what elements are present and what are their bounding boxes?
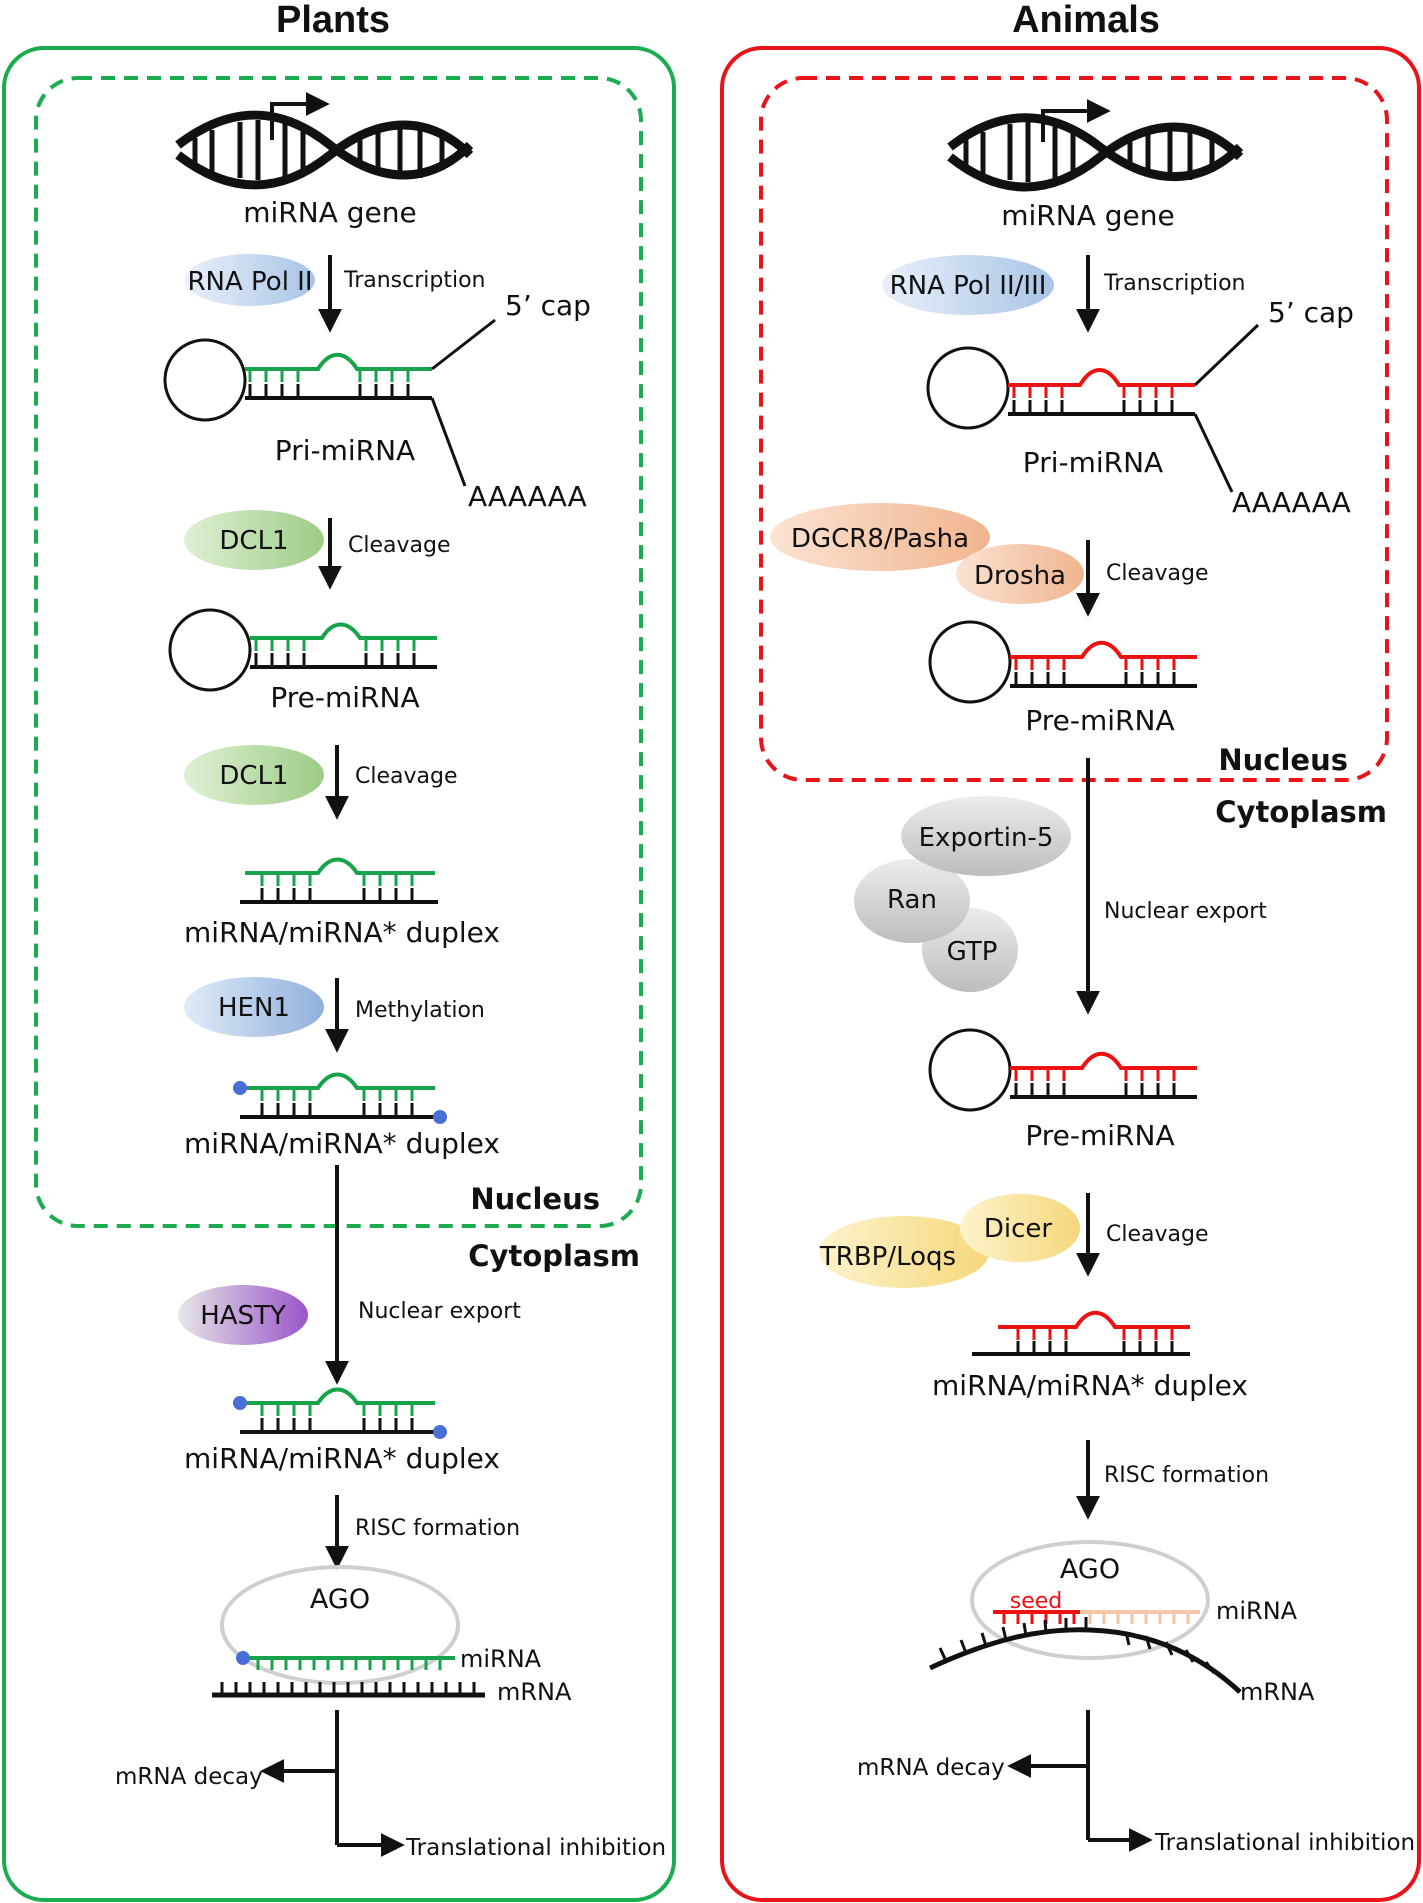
plants-cell-border xyxy=(2,46,676,1902)
animals-polya-label: AAAAAA xyxy=(1232,486,1351,519)
animals-pri-label: Pri-miRNA xyxy=(1023,446,1163,479)
animals-risc-label: RISC formation xyxy=(1104,1463,1269,1488)
plants-dna-helix xyxy=(175,92,474,190)
animals-ago-complex xyxy=(970,1540,1210,1660)
animals-pri-mirna-hairpin xyxy=(926,323,1260,493)
plants-rna-pol-ii-enzyme xyxy=(185,254,315,306)
animals-dicer-protein xyxy=(960,1194,1080,1262)
animals-seed-label: seed xyxy=(1010,1589,1063,1614)
plants-cleavage-label-b: Cleavage xyxy=(355,764,458,789)
animals-cleavage-label-b: Cleavage xyxy=(1106,1222,1209,1247)
plants-outcome-arrows xyxy=(260,1710,405,1857)
animals-gtp-label: GTP xyxy=(947,937,998,967)
plants-pol-label: RNA Pol II xyxy=(187,267,312,297)
plants-mrna-strand xyxy=(212,1682,485,1698)
plants-cytoplasm-label: Cytoplasm xyxy=(468,1239,640,1273)
plants-pri-label: Pri-miRNA xyxy=(275,434,415,467)
plants-cap-label: 5’ cap xyxy=(505,289,591,322)
plants-hen1-label: HEN1 xyxy=(218,993,290,1023)
plants-nucleus-label: Nucleus xyxy=(470,1182,600,1216)
animals-nucleus-label: Nucleus xyxy=(1218,743,1348,777)
animals-dicer-label: Dicer xyxy=(984,1214,1053,1244)
plants-export-label: Nuclear export xyxy=(358,1299,521,1324)
animals-trbp-protein xyxy=(819,1216,989,1288)
animals-duplex xyxy=(972,1310,1190,1356)
animals-cell-border xyxy=(720,46,1421,1902)
animals-transcription-label: Transcription xyxy=(1103,271,1246,296)
plants-mirna-strand xyxy=(236,1651,455,1670)
plants-methylation-label: Methylation xyxy=(355,998,485,1023)
animals-exportin-protein xyxy=(901,796,1071,876)
animals-trbp-label: TRBP/Loqs xyxy=(819,1242,956,1272)
animals-dgcr8-protein xyxy=(770,503,990,571)
animals-drosha-label: Drosha xyxy=(974,561,1066,591)
plants-nucleus-border xyxy=(34,76,643,1228)
animals-title: Animals xyxy=(1012,0,1160,41)
animals-ran-protein xyxy=(854,859,970,943)
animals-mrna-label: mRNA xyxy=(1240,1678,1315,1706)
plants-hasty-protein xyxy=(178,1285,308,1345)
animals-mirna-label: miRNA xyxy=(1216,1597,1298,1625)
plants-gene-label: miRNA gene xyxy=(243,196,416,229)
animals-export-label: Nuclear export xyxy=(1104,899,1267,924)
plants-inhibition-label: Translational inhibition xyxy=(405,1835,666,1861)
animals-dna-helix xyxy=(947,99,1244,192)
animals-cap-label: 5’ cap xyxy=(1268,296,1354,329)
plants-risc-label: RISC formation xyxy=(355,1516,520,1541)
plants-dcl1-enzyme-a xyxy=(184,510,324,570)
animals-rna-pol-enzyme xyxy=(882,255,1054,315)
animals-pre-label-2: Pre-miRNA xyxy=(1025,1119,1174,1152)
animals-pre-mirna-hairpin-2 xyxy=(928,1028,1197,1112)
plants-hasty-label: HASTY xyxy=(200,1301,286,1331)
plants-duplex-label-3: miRNA/miRNA* duplex xyxy=(184,1442,500,1475)
plants-pre-label: Pre-miRNA xyxy=(270,681,419,714)
animals-pre-label-1: Pre-miRNA xyxy=(1025,704,1174,737)
plants-dcl1-label-b: DCL1 xyxy=(219,761,288,791)
plants-duplex-2 xyxy=(233,1072,447,1124)
plants-duplex-label-2: miRNA/miRNA* duplex xyxy=(184,1127,500,1160)
plants-duplex-label-1: miRNA/miRNA* duplex xyxy=(184,916,500,949)
plants-title: Plants xyxy=(276,0,390,41)
plants-ago-complex xyxy=(220,1565,460,1685)
plants-ago-label: AGO xyxy=(310,1584,370,1615)
plants-duplex-1 xyxy=(240,857,438,904)
animals-exportin-label: Exportin-5 xyxy=(919,823,1054,853)
animals-mirna-strand xyxy=(993,1610,1200,1624)
plants-decay-label: mRNA decay xyxy=(115,1764,263,1790)
animals-pol-label: RNA Pol II/III xyxy=(890,271,1047,301)
animals-pre-mirna-hairpin-1 xyxy=(928,620,1197,704)
animals-cleavage-label-a: Cleavage xyxy=(1106,561,1209,586)
plants-pri-mirna-hairpin xyxy=(163,318,496,487)
animals-cytoplasm-label: Cytoplasm xyxy=(1215,795,1387,829)
animals-mrna-strand xyxy=(928,1617,1242,1694)
plants-dcl1-enzyme-b xyxy=(184,745,324,805)
animals-gene-label: miRNA gene xyxy=(1001,199,1174,232)
animals-nucleus-border xyxy=(759,76,1389,782)
plants-pre-mirna-hairpin xyxy=(168,608,437,692)
animals-inhibition-label: Translational inhibition xyxy=(1154,1830,1415,1856)
plants-mrna-label: mRNA xyxy=(497,1678,572,1706)
plants-panel: Plants miRNA gene RNA Pol II Transcripti… xyxy=(2,0,676,1902)
animals-ago-label: AGO xyxy=(1060,1554,1120,1585)
plants-hen1-enzyme xyxy=(184,977,324,1037)
animals-outcome-arrows xyxy=(1007,1710,1153,1852)
plants-mirna-label: miRNA xyxy=(460,1645,542,1673)
animals-dgcr8-label: DGCR8/Pasha xyxy=(791,524,969,554)
animals-ran-label: Ran xyxy=(887,885,937,915)
animals-duplex-label: miRNA/miRNA* duplex xyxy=(932,1369,1248,1402)
plants-cleavage-label-a: Cleavage xyxy=(348,533,451,558)
animals-drosha-protein xyxy=(956,544,1084,604)
animals-decay-label: mRNA decay xyxy=(857,1755,1005,1781)
plants-dcl1-label-a: DCL1 xyxy=(219,526,288,556)
plants-transcription-label: Transcription xyxy=(343,268,486,293)
plants-polya-label: AAAAAA xyxy=(468,480,587,513)
animals-panel: Animals miRNA gene RNA Pol II/III Transc… xyxy=(720,0,1421,1902)
plants-duplex-3 xyxy=(233,1387,447,1439)
